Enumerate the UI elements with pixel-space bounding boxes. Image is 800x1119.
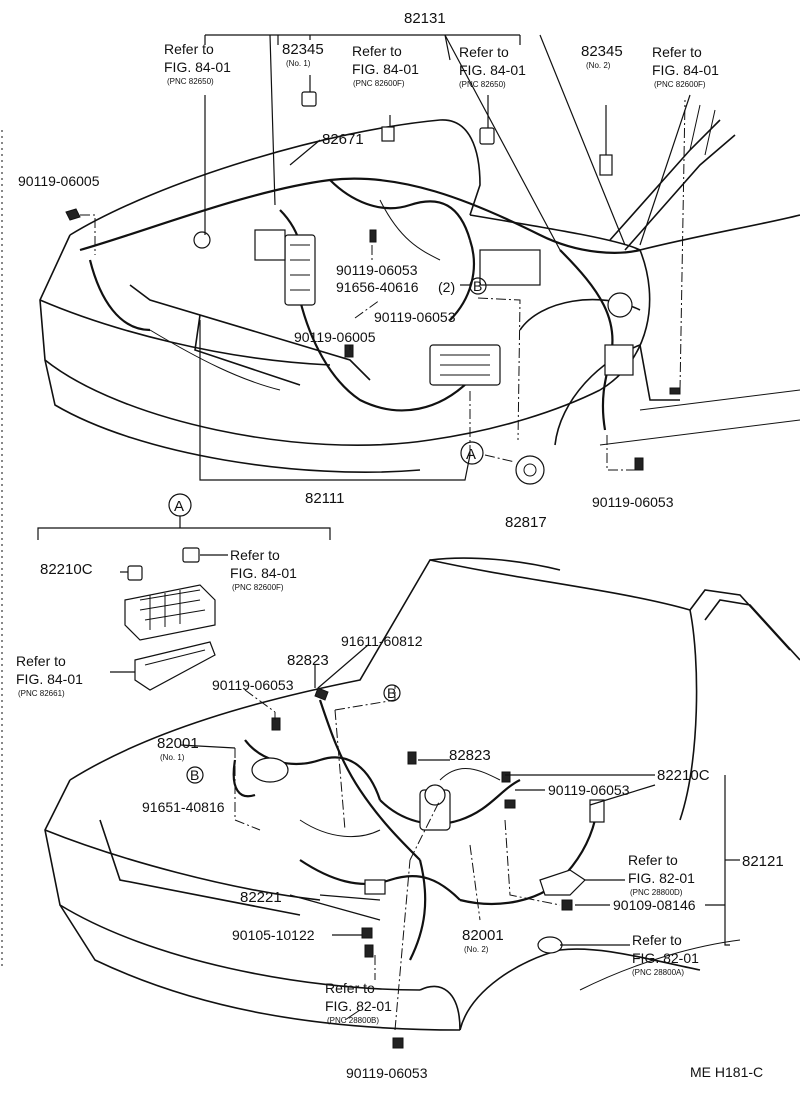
lower-components [251,687,605,1049]
upper-car-body [39,104,800,473]
ref-4-pnc: (PNC 82600F) [654,80,706,89]
figure-code: ME H181-C [690,1064,763,1080]
svg-text:A: A [466,446,476,463]
ref-1-line2: FIG. 84-01 [164,59,231,75]
ref-8-pnc: (PNC 28800A) [632,968,684,977]
label-82121: 82121 [742,853,784,870]
label-82001-no2: 82001 [462,927,504,944]
ref-5-line2: FIG. 84-01 [230,565,297,581]
label-82671: 82671 [322,131,364,148]
ref-8-line2: FIG. 82-01 [632,950,699,966]
marker-a-upper: A [460,441,484,465]
ref-9-line2: FIG. 82-01 [325,998,392,1014]
ref-8-line1: Refer to [632,932,682,948]
label-91611-60812: 91611-60812 [341,633,423,649]
label-90119-06053-b: 90119-06053 [374,309,456,325]
upper-labels: 82131 Refer to FIG. 84-01 (PNC 82650) 82… [18,10,719,531]
ref-7-line1: Refer to [628,852,678,868]
label-82001-no1: 82001 [157,735,199,752]
marker-b-lower-2: B [186,766,204,784]
label-82001-no2-note: (No. 2) [464,945,489,954]
ref-3-line2: FIG. 84-01 [459,62,526,78]
label-82221: 82221 [240,889,282,906]
marker-a-inset: A [174,498,184,515]
svg-text:B: B [473,278,482,294]
svg-text:B: B [387,685,396,701]
label-91651-40816: 91651-40816 [142,799,225,815]
ref-6-line2: FIG. 84-01 [16,671,83,687]
lower-car-body [44,557,800,1031]
ref-4-line1: Refer to [652,44,702,60]
ref-9-line1: Refer to [325,980,375,996]
label-82001-no1-note: (No. 1) [160,753,185,762]
ref-9-pnc: (PNC 28800B) [327,1016,379,1025]
label-82210c-b: 82210C [657,767,710,784]
label-82111: 82111 [305,490,345,507]
label-82210c-a: 82210C [40,561,93,578]
label-82823-a: 82823 [287,652,329,669]
upper-leaders [80,34,691,481]
label-90119-06053-a: 90119-06053 [336,262,418,278]
svg-text:B: B [190,767,199,783]
label-90119-06053-e: 90119-06053 [548,782,630,798]
label-82131: 82131 [404,10,446,27]
ref-2-line2: FIG. 84-01 [352,61,419,77]
ref-2-pnc: (PNC 82600F) [353,79,405,88]
ref-5-pnc: (PNC 82600F) [232,583,284,592]
upper-wire-harness [79,177,641,431]
marker-b-upper: B [469,277,487,295]
label-90109-08146: 90109-08146 [613,897,696,913]
upper-components [65,91,681,485]
label-91656-40616: 91656-40616 [336,279,419,295]
label-90119-06005-a: 90119-06005 [18,173,100,189]
ref-3-line1: Refer to [459,44,509,60]
ref-1-pnc: (PNC 82650) [167,77,214,86]
label-90119-06053-d: 90119-06053 [212,677,294,693]
label-82823-b: 82823 [449,747,491,764]
label-90119-06053-c: 90119-06053 [592,494,674,510]
lower-leaders [179,644,740,1031]
lower-wire-harness [232,699,597,961]
ref-1-line1: Refer to [164,41,214,57]
marker-b-lower-1: B [383,684,401,702]
label-82345-no2: 82345 [581,43,623,60]
label-90119-06005-b: 90119-06005 [294,329,376,345]
label-82345-no1-note: (No. 1) [286,59,311,68]
label-82345-no2-note: (No. 2) [586,61,611,70]
ref-7-line2: FIG. 82-01 [628,870,695,886]
ref-3-pnc: (PNC 82650) [459,80,506,89]
label-82345-no1: 82345 [282,41,324,58]
ref-4-line2: FIG. 84-01 [652,62,719,78]
label-90105-10122: 90105-10122 [232,927,315,943]
lower-labels: 91611-60812 82823 B 90119-06053 82001 (N… [142,633,784,1081]
label-91656-qty: (2) [438,279,455,295]
ref-2-line1: Refer to [352,43,402,59]
ref-5-line1: Refer to [230,547,280,563]
ref-6-line1: Refer to [16,653,66,669]
label-90119-06053-f: 90119-06053 [346,1065,428,1081]
inset-a: A 82210C Refer to FIG. 84-01 (PNC 82600F… [16,493,331,698]
ref-6-pnc: (PNC 82661) [18,689,65,698]
ref-7-pnc: (PNC 28800D) [630,888,683,897]
label-82817: 82817 [505,514,547,531]
